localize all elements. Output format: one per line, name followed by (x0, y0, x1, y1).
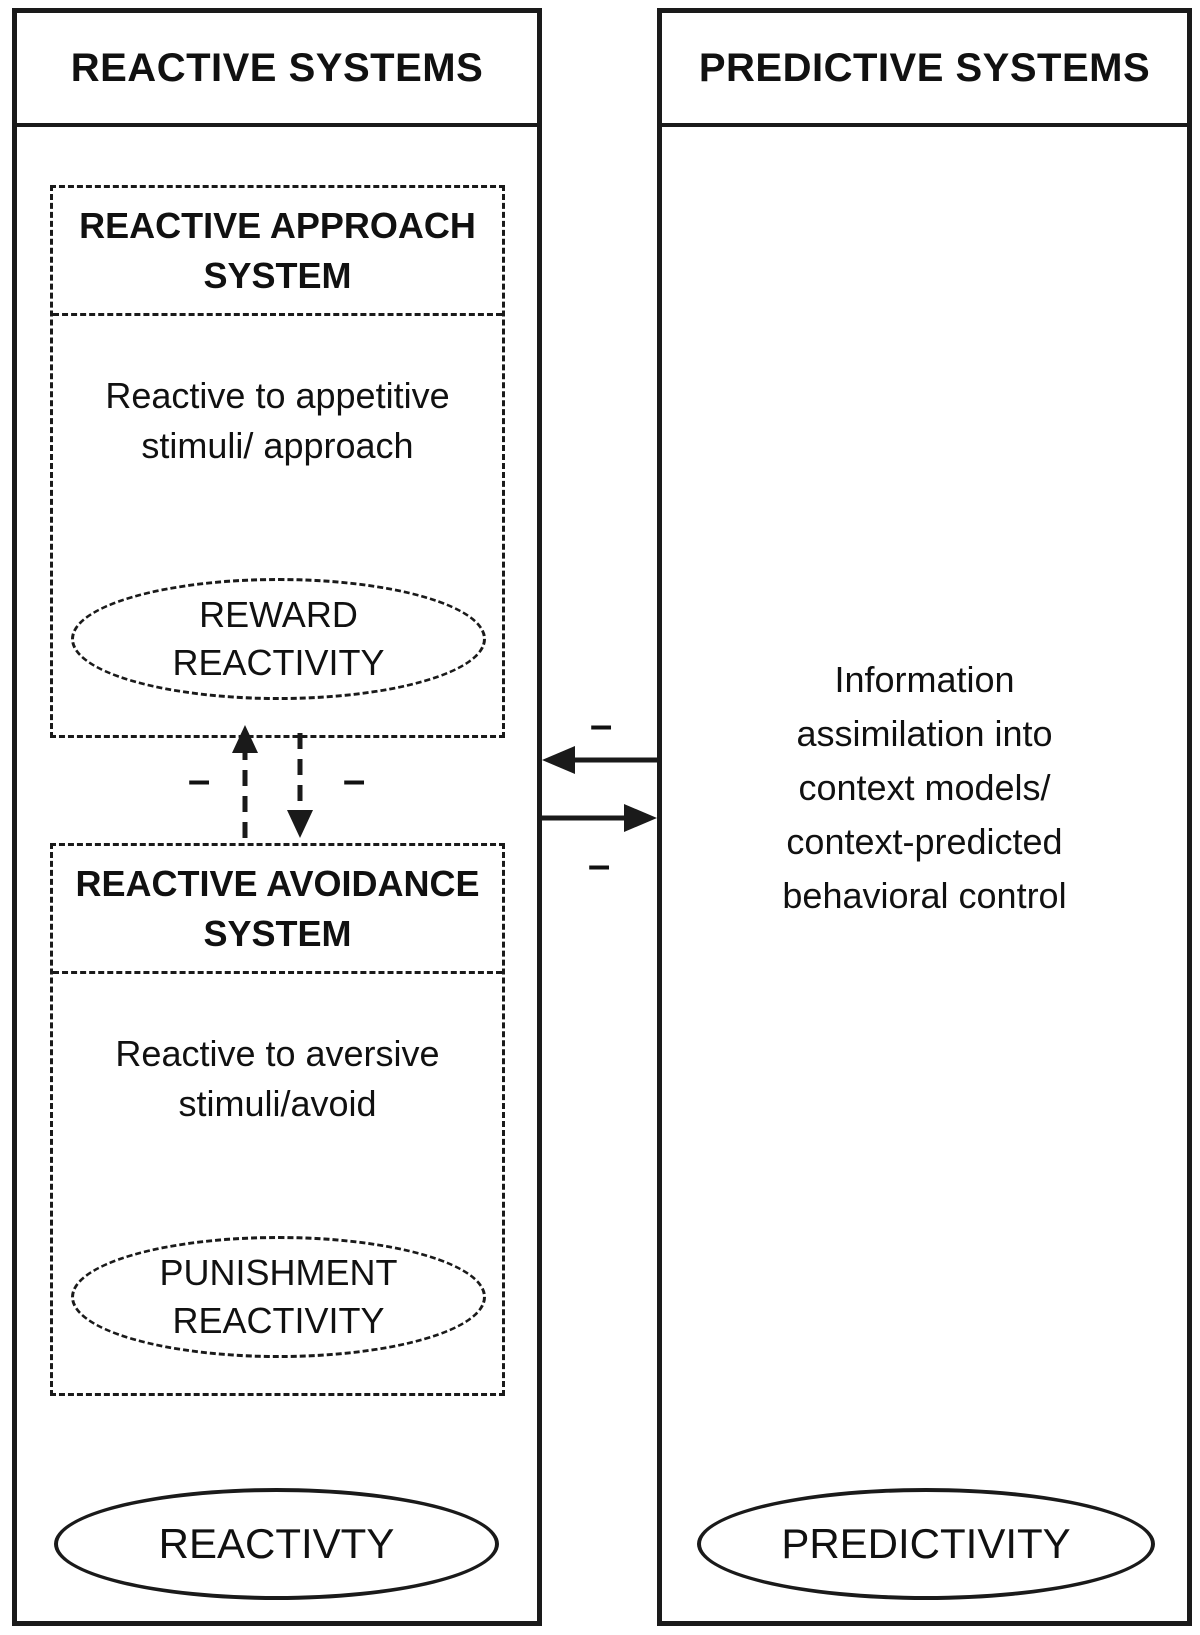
inhibition-minus-right: – (343, 758, 366, 802)
reward-reactivity-ellipse: REWARD REACTIVITY (71, 578, 486, 700)
reactive-avoidance-system-title: REACTIVE AVOIDANCE SYSTEM (53, 846, 502, 974)
approach-to-avoidance-arrowhead (287, 810, 313, 838)
punishment-reactivity-line-2: REACTIVITY (172, 1300, 385, 1341)
approach-title-line-2: SYSTEM (203, 254, 352, 296)
reward-reactivity-line-1: REWARD (199, 594, 358, 635)
predictive-info-line-3: context models/ (798, 767, 1051, 808)
avoidance-desc-line-1: Reactive to aversive (115, 1033, 440, 1074)
approach-description: Reactive to appetitive stimuli/ approach (53, 371, 502, 471)
avoidance-description: Reactive to aversive stimuli/avoid (53, 1029, 502, 1129)
inhibition-minus-left: – (188, 758, 211, 802)
approach-title-line-1: REACTIVE APPROACH (79, 204, 476, 246)
predictive-systems-panel: PREDICTIVE SYSTEMS Information assimilat… (657, 8, 1192, 1626)
reactive-to-predictive-arrowhead (624, 804, 657, 832)
reactive-avoidance-system-box: REACTIVE AVOIDANCE SYSTEM Reactive to av… (50, 843, 505, 1396)
inhibition-minus-bottom: – (588, 843, 611, 887)
predictive-info-text: Information assimilation into context mo… (662, 653, 1187, 923)
reward-reactivity-line-2: REACTIVITY (172, 642, 385, 683)
predictive-info-line-5: behavioral control (782, 875, 1067, 916)
reactive-approach-system-title: REACTIVE APPROACH SYSTEM (53, 188, 502, 316)
approach-desc-line-1: Reactive to appetitive (105, 375, 450, 416)
punishment-reactivity-ellipse: PUNISHMENT REACTIVITY (71, 1236, 486, 1358)
predictive-info-line-1: Information (834, 659, 1015, 700)
avoidance-title-line-1: REACTIVE AVOIDANCE (75, 862, 480, 904)
punishment-reactivity-line-1: PUNISHMENT (159, 1252, 398, 1293)
reactivity-ellipse: REACTIVTY (54, 1488, 499, 1600)
avoidance-to-approach-arrowhead (232, 725, 258, 753)
approach-desc-line-2: stimuli/ approach (141, 425, 414, 466)
reactive-systems-panel: REACTIVE SYSTEMS REACTIVE APPROACH SYSTE… (12, 8, 542, 1626)
avoidance-desc-line-2: stimuli/avoid (178, 1083, 377, 1124)
reactive-systems-header: REACTIVE SYSTEMS (17, 13, 537, 127)
predictivity-ellipse: PREDICTIVITY (697, 1488, 1155, 1600)
reactive-approach-system-box: REACTIVE APPROACH SYSTEM Reactive to app… (50, 185, 505, 738)
predictive-systems-header: PREDICTIVE SYSTEMS (662, 13, 1187, 127)
predictive-to-reactive-arrowhead (542, 746, 575, 774)
avoidance-title-line-2: SYSTEM (203, 912, 352, 954)
predictive-info-line-4: context-predicted (786, 821, 1063, 862)
inhibition-minus-top: – (590, 703, 613, 747)
predictive-info-line-2: assimilation into (796, 713, 1053, 754)
